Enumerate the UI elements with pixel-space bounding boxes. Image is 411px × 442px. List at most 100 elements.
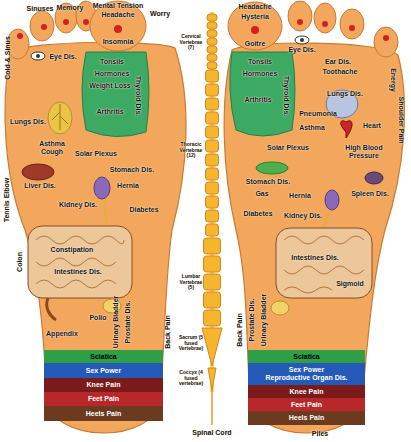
- reflex-label: Heart: [363, 122, 381, 130]
- bronchi: [52, 104, 68, 130]
- band-text: Feet Pain: [88, 395, 119, 403]
- big-toe: [228, 2, 282, 50]
- intestine-coils: [284, 236, 364, 293]
- vertebra: [204, 256, 221, 272]
- toe-dot: [322, 21, 328, 27]
- vertebra: [207, 30, 217, 37]
- kidney: [325, 190, 339, 210]
- eye-icon: [31, 52, 45, 60]
- band-text: Sciatica: [90, 353, 116, 361]
- reflex-label: Cervical Vertebrae (7): [177, 34, 205, 51]
- reflex-label: Goitre: [245, 40, 266, 48]
- toe-dot: [63, 19, 69, 25]
- toe: [374, 27, 398, 57]
- reflex-label: Sigmoid: [336, 280, 364, 288]
- vertebra: [206, 70, 219, 82]
- symptom-band: Knee Pain: [44, 378, 163, 392]
- band-text: Knee Pain: [87, 381, 121, 389]
- vertebra: [207, 14, 217, 21]
- reflex-label: Eye Dis.: [288, 46, 315, 54]
- reflex-label: Weight Loss: [89, 82, 130, 90]
- reflex-label: Colon: [16, 252, 24, 272]
- reflex-label: Solar Plexus: [267, 144, 309, 152]
- vertebra: [206, 168, 219, 180]
- vertebra: [207, 22, 217, 29]
- vertebra: [206, 210, 219, 222]
- reflex-label: Ear Dis.: [325, 58, 351, 66]
- vertebra: [207, 62, 217, 69]
- reflex-label: Kidney Dis.: [59, 201, 97, 209]
- reflex-label: Tonsils: [100, 58, 124, 66]
- coccyx: [208, 368, 216, 390]
- toe-dot: [17, 33, 23, 39]
- reflex-label: Prostate Dis.: [124, 301, 132, 344]
- eye-pupil: [300, 38, 304, 42]
- intestine-coils: [36, 236, 124, 288]
- heart: [341, 121, 352, 138]
- reflex-label: Stomach Dis.: [246, 178, 290, 186]
- vertebra: [206, 154, 219, 166]
- symptom-band: Feet Pain: [248, 398, 365, 411]
- reflex-label: Solar Plexus: [75, 150, 117, 158]
- symptom-band: Feet Pain: [44, 392, 163, 406]
- band-text: Heels Pain: [86, 410, 121, 418]
- reflex-label: Back Pain: [164, 315, 172, 348]
- appendix: [47, 298, 56, 320]
- reflex-label: Hormones: [95, 70, 130, 78]
- reflex-label: Liver Dis.: [24, 182, 56, 190]
- reflex-label: Worry: [150, 10, 170, 18]
- right-foot: [224, 1, 404, 433]
- thyroid-region: [230, 52, 295, 136]
- toe-dot: [41, 24, 47, 30]
- reflex-label: Back Pain: [236, 313, 244, 346]
- reflex-label: Cold & Sinus: [4, 36, 12, 80]
- reflex-label: Gas: [255, 190, 268, 198]
- reflex-label: Hernia: [117, 182, 139, 190]
- vertebra: [204, 274, 221, 290]
- symptom-band: Sex PowerReproductive Organ Dis.: [248, 363, 365, 385]
- symptom-band: Sex Power: [44, 363, 163, 378]
- symptom-band: Sciatica: [248, 350, 365, 363]
- toe: [340, 9, 364, 39]
- toe-dot: [297, 19, 303, 25]
- reflex-label: Prostate Dis.: [248, 299, 256, 342]
- intestines: [276, 228, 372, 298]
- reflex-label: Hernia: [289, 192, 311, 200]
- reflex-label: Thyroid Dis.: [134, 76, 142, 116]
- band-text: Knee Pain: [290, 388, 324, 396]
- toe-dot: [114, 25, 122, 33]
- vertebra: [206, 140, 219, 152]
- reflex-label: Headache: [101, 11, 134, 19]
- reflex-label: Thyroid Dis.: [282, 76, 290, 116]
- thyroid-region: [82, 52, 149, 137]
- liver: [22, 164, 54, 180]
- spleen: [365, 172, 383, 184]
- toe-dot: [251, 26, 259, 34]
- band-text: Sex Power: [86, 367, 121, 375]
- sacrum: [202, 328, 222, 366]
- reflex-label: Diabetes: [243, 210, 272, 218]
- reflex-label: Eye Dis.: [49, 53, 76, 61]
- toe-dot: [349, 25, 355, 31]
- toe-dot: [83, 19, 89, 25]
- symptom-band: Heels Pain: [248, 411, 365, 425]
- symptom-band: Knee Pain: [248, 385, 365, 398]
- toe-dot: [383, 35, 389, 41]
- reflex-label: Intestines Dis.: [291, 254, 338, 262]
- reflex-label: Sacrum (5 fused Vertebrae): [177, 335, 205, 352]
- vertebra: [204, 292, 221, 308]
- vertebra: [207, 38, 217, 45]
- reflex-label: Arthritis: [244, 96, 271, 104]
- reflex-label: Sinuses: [27, 5, 54, 13]
- symptom-band: Sciatica: [44, 350, 163, 363]
- toe: [314, 3, 336, 33]
- reflex-label: Shoulder Pain: [397, 96, 405, 143]
- reflex-label: Thoracic Vertebrae (12): [177, 142, 205, 159]
- reflex-label: Tennis Elbow: [3, 178, 11, 223]
- vertebra: [206, 196, 219, 208]
- reflex-label: Toothache: [323, 68, 358, 76]
- reflex-label: Lumbar Vertebrae (5): [177, 274, 205, 291]
- toe: [30, 11, 54, 41]
- reflex-label: Asthma Cough: [37, 140, 67, 155]
